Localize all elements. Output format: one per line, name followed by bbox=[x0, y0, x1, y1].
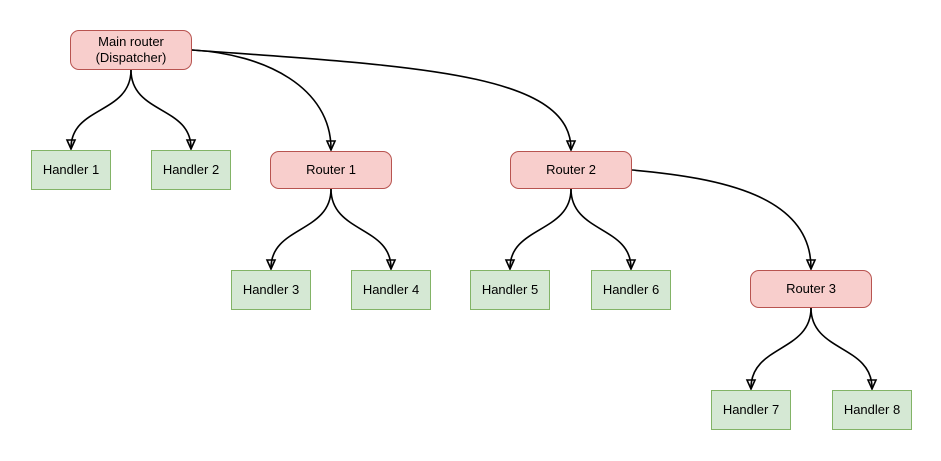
node-handler-8[interactable]: Handler 8 bbox=[832, 390, 912, 430]
node-router-3[interactable]: Router 3 bbox=[750, 270, 872, 308]
edge-router-2-to-handler-6 bbox=[570, 188, 631, 268]
node-handler-4[interactable]: Handler 4 bbox=[351, 270, 431, 310]
edge-main-router-to-handler-2 bbox=[130, 69, 191, 148]
node-handler-6[interactable]: Handler 6 bbox=[591, 270, 671, 310]
edge-router-3-to-handler-7 bbox=[751, 307, 812, 388]
node-router-1[interactable]: Router 1 bbox=[270, 151, 392, 189]
node-handler-7[interactable]: Handler 7 bbox=[711, 390, 791, 430]
edge-router-1-to-handler-3 bbox=[271, 188, 332, 268]
node-main-router-label-line-2: (Dispatcher) bbox=[95, 50, 167, 65]
node-main-router[interactable]: Main router (Dispatcher) bbox=[70, 30, 192, 70]
edge-router-1-to-handler-4 bbox=[330, 188, 391, 268]
node-handler-5[interactable]: Handler 5 bbox=[470, 270, 550, 310]
node-main-router-label-line-1: Main router bbox=[98, 34, 164, 49]
node-router-2[interactable]: Router 2 bbox=[510, 151, 632, 189]
edge-router-2-to-router-3 bbox=[631, 169, 811, 268]
edge-main-router-to-handler-1 bbox=[71, 69, 132, 148]
node-handler-2[interactable]: Handler 2 bbox=[151, 150, 231, 190]
edge-router-3-to-handler-8 bbox=[810, 307, 872, 388]
edge-main-router-to-router-1 bbox=[191, 49, 331, 149]
node-handler-1[interactable]: Handler 1 bbox=[31, 150, 111, 190]
edge-router-2-to-handler-5 bbox=[510, 188, 572, 268]
edge-main-router-to-router-2 bbox=[191, 49, 571, 149]
node-handler-3[interactable]: Handler 3 bbox=[231, 270, 311, 310]
